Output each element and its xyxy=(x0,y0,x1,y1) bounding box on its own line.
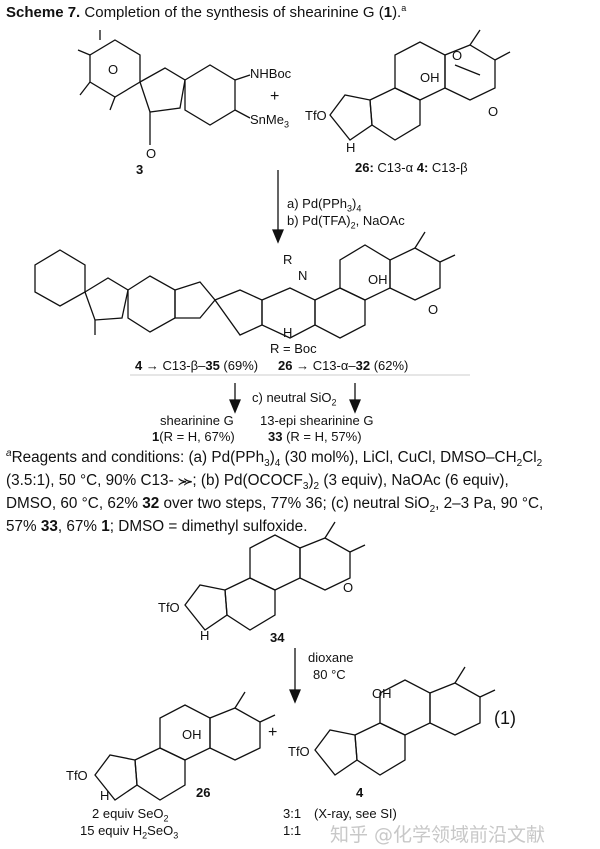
structure-compound-26-top xyxy=(329,29,511,141)
compound-label-26: 26 xyxy=(196,785,211,800)
oh-label: OH xyxy=(182,727,202,742)
footnote-conditions: aReagents and conditions: (a) Pd(PPh3)4 … xyxy=(6,447,544,535)
tfo-label: TfO xyxy=(66,768,88,783)
product-detail-33: 33 (R = H, 57%) xyxy=(268,429,362,444)
tfo-label: TfO xyxy=(305,108,327,123)
oh-label: OH xyxy=(368,272,388,287)
product-name-1: shearinine G xyxy=(160,413,234,428)
oh-label: OH xyxy=(372,686,392,701)
step-c-label: c) neutral SiO2 xyxy=(252,390,337,408)
structure-coupled-product xyxy=(34,231,456,339)
h-label: H xyxy=(100,788,110,803)
r-label: R xyxy=(283,252,293,267)
step-a-label: a) Pd(PPh3)4 xyxy=(287,196,362,214)
compound-26-4-label: 26: C13-α 4: C13-β xyxy=(355,160,468,175)
compound-label-3: 3 xyxy=(136,162,144,177)
temperature-label: 80 °C xyxy=(313,667,346,682)
watermark: 知乎 @化学领域前沿文献 xyxy=(330,824,546,846)
oh-label: OH xyxy=(420,70,440,85)
structure-product-26 xyxy=(94,691,276,801)
yield-right: 26 → C13-α–32 (62%) xyxy=(278,358,409,373)
h-label: H xyxy=(346,140,356,155)
atom-label-o: O xyxy=(428,302,439,317)
step-b-label: b) Pd(TFA)2, NaOAc xyxy=(287,213,405,231)
plus-sign: + xyxy=(270,88,280,105)
product-name-33: 13-epi shearinine G xyxy=(260,413,374,428)
arrow-step-ab xyxy=(272,170,284,244)
structure-product-4 xyxy=(314,666,496,776)
tfo-label: TfO xyxy=(158,600,180,615)
atom-label-o: O xyxy=(146,146,157,161)
h-label: H xyxy=(200,628,210,643)
structure-compound-3 xyxy=(77,30,251,145)
compound-label-4: 4 xyxy=(356,785,364,800)
atom-label-o: O xyxy=(343,580,354,595)
arrow-dioxane xyxy=(289,648,301,704)
solvent-label: dioxane xyxy=(308,650,354,665)
snme3-label: SnMe3 xyxy=(250,112,289,130)
compound-label-34: 34 xyxy=(270,630,285,645)
atom-label-o: O xyxy=(488,104,499,119)
h-label: H xyxy=(283,325,293,340)
atom-label-o: O xyxy=(452,48,463,63)
yield-left: 4 → C13-β–35 (69%) xyxy=(135,358,259,373)
scheme-title: Scheme 7. Completion of the synthesis of… xyxy=(6,3,407,22)
reagent-row-2: 15 equiv H2SeO3 xyxy=(80,823,179,841)
atom-label-o: O xyxy=(108,62,119,77)
nhboc-label: NHBoc xyxy=(250,66,292,81)
arrows-step-c xyxy=(229,383,361,414)
ratio-row-2: 1:1 xyxy=(283,823,302,838)
equation-number: (1) xyxy=(494,708,516,728)
ratio-row-1: 3:1 xyxy=(283,806,302,821)
structure-compound-34 xyxy=(184,521,366,631)
r-definition: R = Boc xyxy=(270,341,317,356)
note-row-1: (X-ray, see SI) xyxy=(314,806,397,821)
plus-sign: + xyxy=(268,724,278,741)
reagent-row-1: 2 equiv SeO2 xyxy=(92,806,169,824)
product-detail-1: 1(R = H, 67%) xyxy=(152,429,235,444)
n-label: N xyxy=(298,268,308,283)
tfo-label: TfO xyxy=(288,744,310,759)
